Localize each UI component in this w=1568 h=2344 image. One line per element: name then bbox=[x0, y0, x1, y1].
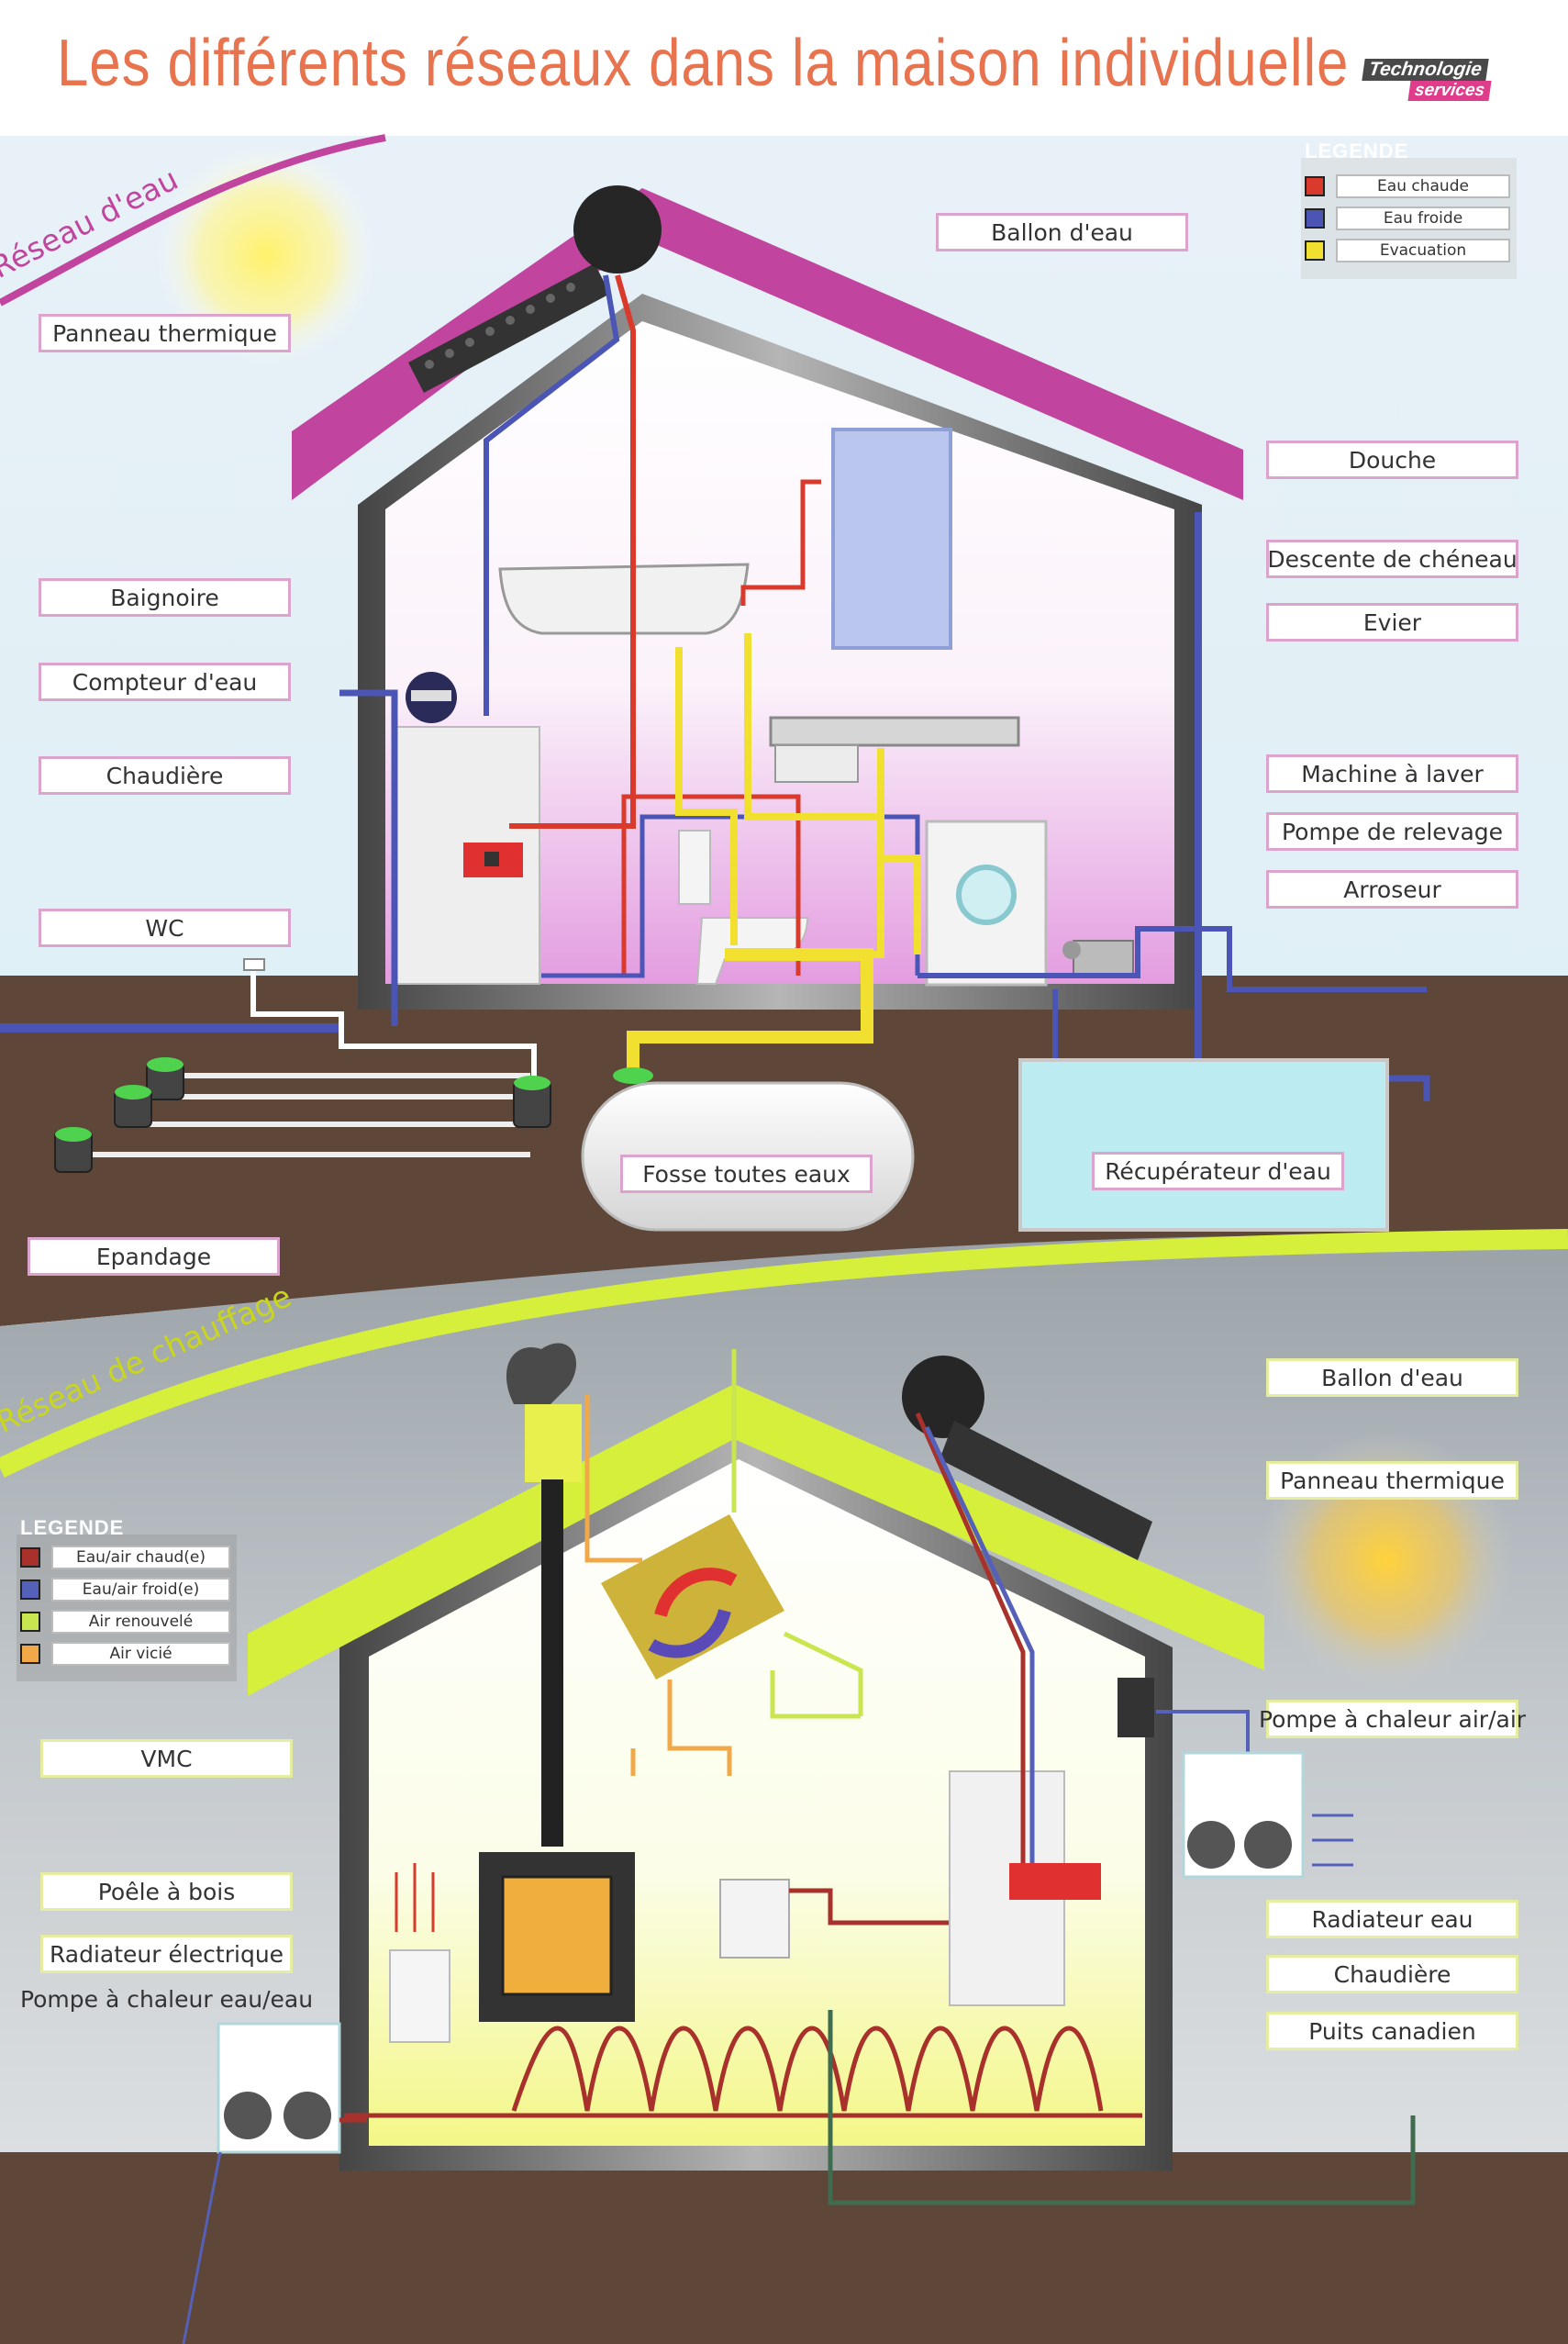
legend-swatch-cold bbox=[1305, 208, 1325, 229]
heating-legend: LEGENDE Eau/air chaud(e) Eau/air froid(e… bbox=[17, 1516, 237, 1681]
legend-label: Eau/air chaud(e) bbox=[51, 1546, 230, 1569]
label-vmc: VMC bbox=[40, 1739, 293, 1778]
label-arroseur: Arroseur bbox=[1266, 870, 1518, 909]
page-title: Les différents réseaux dans la maison in… bbox=[57, 27, 1350, 100]
label-puits-canadien: Puits canadien bbox=[1266, 2012, 1518, 2050]
label-baignoire: Baignoire bbox=[39, 578, 291, 617]
label-epandage: Epandage bbox=[28, 1237, 280, 1276]
water-legend-row: Eau froide bbox=[1305, 206, 1516, 232]
label-recuperateur-eau: Récupérateur d'eau bbox=[1092, 1152, 1344, 1190]
logo-line1: Technologie bbox=[1362, 59, 1489, 81]
label-panneau-thermique-heating: Panneau thermique bbox=[1266, 1461, 1518, 1500]
label-radiateur-eau: Radiateur eau bbox=[1266, 1900, 1518, 1938]
water-legend-row: Evacuation bbox=[1305, 239, 1516, 264]
label-pompe-relevage: Pompe de relevage bbox=[1266, 812, 1518, 851]
heating-legend-row: Eau/air froid(e) bbox=[20, 1578, 236, 1603]
label-pac-eau-eau: Pompe à chaleur eau/eau bbox=[19, 1985, 314, 2013]
legend-label: Eau froide bbox=[1336, 206, 1510, 230]
heating-legend-row: Air renouvelé bbox=[20, 1610, 236, 1635]
label-descente-cheneau: Descente de chéneau bbox=[1266, 540, 1518, 578]
label-douche: Douche bbox=[1266, 441, 1518, 479]
label-poele-bois: Poêle à bois bbox=[40, 1872, 293, 1911]
label-pac-air-air: Pompe à chaleur air/air bbox=[1259, 1700, 1526, 1738]
legend-label: Air renouvelé bbox=[51, 1610, 230, 1634]
heating-legend-row: Air vicié bbox=[20, 1642, 236, 1668]
legend-label: Air vicié bbox=[51, 1642, 230, 1666]
label-machine-laver: Machine à laver bbox=[1266, 754, 1518, 793]
legend-label: Eau chaude bbox=[1336, 174, 1510, 198]
heating-legend-row: Eau/air chaud(e) bbox=[20, 1546, 236, 1571]
water-legend: LEGENDE Eau chaude Eau froide Evacuation bbox=[1301, 140, 1517, 279]
label-fosse-toutes-eaux: Fosse toutes eaux bbox=[620, 1155, 873, 1193]
label-compteur-eau: Compteur d'eau bbox=[39, 663, 291, 701]
legend-label: Evacuation bbox=[1336, 239, 1510, 262]
legend-swatch-hot bbox=[1305, 176, 1325, 196]
water-legend-row: Eau chaude bbox=[1305, 174, 1516, 200]
legend-swatch-renewed-air bbox=[20, 1612, 40, 1632]
legend-swatch-cold bbox=[20, 1579, 40, 1600]
label-ballon-eau-heating: Ballon d'eau bbox=[1266, 1358, 1518, 1397]
label-ballon-eau-water: Ballon d'eau bbox=[936, 213, 1188, 251]
logo: Technologie services bbox=[1349, 39, 1505, 117]
label-chaudiere-heating: Chaudière bbox=[1266, 1955, 1518, 1993]
label-panneau-thermique-water: Panneau thermique bbox=[39, 314, 291, 352]
water-legend-title: LEGENDE bbox=[1305, 140, 1409, 162]
legend-swatch-hot bbox=[20, 1547, 40, 1568]
label-chaudiere-water: Chaudière bbox=[39, 756, 291, 795]
label-evier: Evier bbox=[1266, 603, 1518, 642]
legend-swatch-drain bbox=[1305, 240, 1325, 261]
label-radiateur-electrique: Radiateur électrique bbox=[40, 1935, 293, 1973]
logo-line2: services bbox=[1407, 81, 1492, 101]
legend-label: Eau/air froid(e) bbox=[51, 1578, 230, 1602]
heating-legend-title: LEGENDE bbox=[20, 1516, 125, 1539]
label-wc: WC bbox=[39, 909, 291, 947]
legend-swatch-stale-air bbox=[20, 1644, 40, 1664]
